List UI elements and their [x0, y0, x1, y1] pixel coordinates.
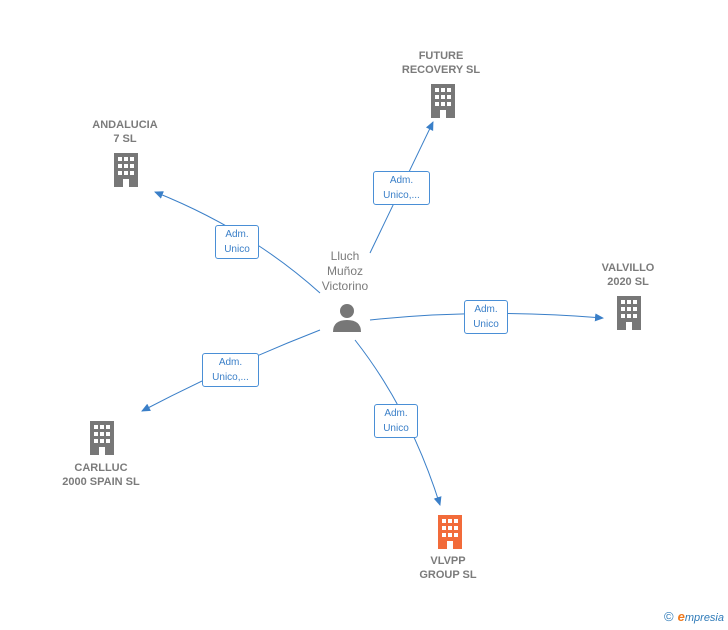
edge-label-andalucia[interactable]: Adm. Unico	[215, 225, 259, 259]
edge-label-carlluc[interactable]: Adm. Unico,...	[202, 353, 259, 387]
edge-label-future[interactable]: Adm. Unico,...	[373, 171, 430, 205]
building-icon[interactable]	[88, 421, 116, 455]
person-label[interactable]: Lluch Muñoz Victorino	[321, 249, 369, 293]
building-icon[interactable]	[436, 515, 464, 549]
company-label-vlvpp[interactable]: VLVPP GROUP SL	[419, 555, 477, 581]
brand-initial: e	[677, 609, 685, 624]
edge-label-valvillo[interactable]: Adm. Unico	[464, 300, 508, 334]
building-icon[interactable]	[615, 296, 643, 330]
copyright-symbol: ©	[664, 609, 674, 624]
brand-watermark: ©empresia	[664, 609, 724, 624]
edge-label-vlvpp[interactable]: Adm. Unico	[374, 404, 418, 438]
company-label-valvillo[interactable]: VALVILLO 2020 SL	[601, 262, 655, 288]
building-icon[interactable]	[112, 153, 140, 187]
brand-name: mpresia	[684, 612, 724, 624]
company-label-carlluc[interactable]: CARLLUC 2000 SPAIN SL	[62, 462, 140, 488]
company-label-future[interactable]: FUTURE RECOVERY SL	[401, 50, 481, 76]
company-label-andalucia[interactable]: ANDALUCIA 7 SL	[92, 119, 158, 145]
person-icon[interactable]	[332, 302, 362, 332]
building-icon[interactable]	[429, 84, 457, 118]
